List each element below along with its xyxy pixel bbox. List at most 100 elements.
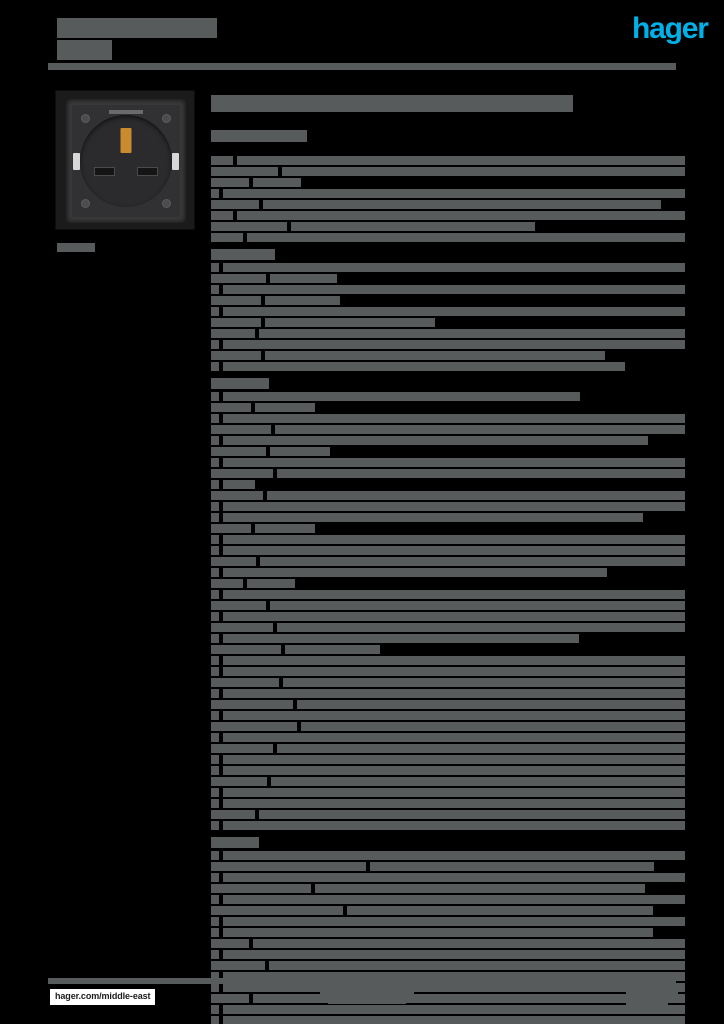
spec-row bbox=[211, 983, 685, 992]
spec-label-redacted bbox=[211, 906, 343, 915]
spec-row bbox=[211, 274, 681, 283]
earth-pin-slot bbox=[120, 128, 132, 153]
spec-section bbox=[211, 249, 685, 371]
spec-row bbox=[211, 755, 685, 764]
spec-value-redacted bbox=[223, 755, 685, 764]
spec-label-redacted bbox=[211, 711, 219, 720]
spec-value-redacted bbox=[255, 524, 315, 533]
spec-value-redacted bbox=[271, 777, 685, 786]
spec-value-redacted bbox=[223, 799, 685, 808]
spec-row bbox=[211, 994, 685, 1003]
spec-value-redacted bbox=[277, 623, 685, 632]
footer-center-sub-redacted bbox=[328, 998, 406, 1004]
specification-table bbox=[211, 156, 685, 1024]
footer-website-link[interactable]: hager.com/middle-east bbox=[50, 989, 156, 1005]
spec-value-redacted bbox=[282, 167, 685, 176]
spec-label-redacted bbox=[211, 700, 293, 709]
spec-row bbox=[211, 667, 685, 676]
spec-label-redacted bbox=[211, 612, 219, 621]
spec-label-redacted bbox=[211, 678, 279, 687]
spec-label-redacted bbox=[211, 645, 281, 654]
spec-label-redacted bbox=[211, 689, 219, 698]
spec-section bbox=[211, 156, 685, 242]
footer-divider bbox=[48, 978, 676, 984]
spec-label-redacted bbox=[211, 425, 271, 434]
spec-value-redacted bbox=[223, 733, 685, 742]
footer-right-sub-redacted bbox=[626, 997, 668, 1005]
spec-label-redacted bbox=[211, 766, 219, 775]
spec-row bbox=[211, 906, 681, 915]
screw-icon bbox=[162, 114, 171, 123]
spec-label-redacted bbox=[211, 810, 255, 819]
spec-label-redacted bbox=[211, 1016, 219, 1024]
spec-label-redacted bbox=[211, 873, 219, 882]
page-title-redacted bbox=[211, 95, 573, 112]
spec-row bbox=[211, 200, 681, 209]
spec-value-redacted bbox=[223, 1005, 685, 1014]
spec-label-redacted bbox=[211, 590, 219, 599]
spec-section bbox=[211, 837, 685, 1024]
spec-label-redacted bbox=[211, 458, 219, 467]
spec-row bbox=[211, 189, 685, 198]
hager-logo: hager bbox=[632, 14, 724, 44]
spec-label-redacted bbox=[211, 351, 261, 360]
spec-label-redacted bbox=[211, 601, 266, 610]
spec-label-redacted bbox=[211, 491, 263, 500]
spec-label-redacted bbox=[211, 634, 219, 643]
spec-value-redacted bbox=[315, 884, 645, 893]
spec-label-redacted bbox=[211, 263, 219, 272]
spec-label-redacted bbox=[211, 623, 273, 632]
spec-row bbox=[211, 557, 685, 566]
spec-value-redacted bbox=[223, 612, 685, 621]
spec-label-redacted bbox=[211, 233, 243, 242]
spec-row bbox=[211, 777, 685, 786]
spec-row bbox=[211, 263, 685, 272]
spec-label-redacted bbox=[211, 777, 267, 786]
spec-row bbox=[211, 491, 685, 500]
spec-row bbox=[211, 1005, 685, 1014]
screw-icon bbox=[81, 114, 90, 123]
spec-row bbox=[211, 711, 685, 720]
spec-value-redacted bbox=[270, 274, 337, 283]
spec-row bbox=[211, 178, 681, 187]
spec-label-redacted bbox=[211, 667, 219, 676]
spec-row bbox=[211, 862, 681, 871]
spec-row bbox=[211, 928, 681, 937]
spec-label-redacted bbox=[211, 469, 273, 478]
spec-row bbox=[211, 656, 685, 665]
spec-label-redacted bbox=[211, 579, 243, 588]
socket-aperture bbox=[80, 115, 172, 207]
spec-row bbox=[211, 568, 681, 577]
spec-value-redacted bbox=[223, 851, 685, 860]
spec-section-heading-redacted bbox=[211, 837, 259, 848]
spec-row bbox=[211, 645, 681, 654]
spec-value-redacted bbox=[223, 1016, 685, 1024]
spec-label-redacted bbox=[211, 447, 266, 456]
spec-row bbox=[211, 340, 685, 349]
spec-label-redacted bbox=[211, 983, 219, 992]
spec-row bbox=[211, 296, 681, 305]
spec-label-redacted bbox=[211, 200, 259, 209]
spec-value-redacted bbox=[223, 340, 685, 349]
header-subtitle-redacted bbox=[57, 40, 112, 60]
spec-row bbox=[211, 392, 681, 401]
spec-row bbox=[211, 535, 685, 544]
spec-value-redacted bbox=[223, 362, 625, 371]
spec-value-redacted bbox=[223, 711, 685, 720]
spec-value-redacted bbox=[237, 211, 685, 220]
spec-value-redacted bbox=[223, 873, 685, 882]
spec-label-redacted bbox=[211, 436, 219, 445]
spec-value-redacted bbox=[301, 722, 685, 731]
spec-value-redacted bbox=[223, 535, 685, 544]
spec-row bbox=[211, 524, 681, 533]
live-pin-slot bbox=[94, 167, 115, 176]
spec-label-redacted bbox=[211, 392, 219, 401]
spec-row bbox=[211, 744, 685, 753]
spec-value-redacted bbox=[223, 392, 580, 401]
mounting-clip-right bbox=[172, 153, 179, 170]
spec-value-redacted bbox=[247, 579, 295, 588]
spec-row bbox=[211, 403, 681, 412]
spec-row bbox=[211, 546, 685, 555]
spec-label-redacted bbox=[211, 535, 219, 544]
spec-row bbox=[211, 590, 685, 599]
